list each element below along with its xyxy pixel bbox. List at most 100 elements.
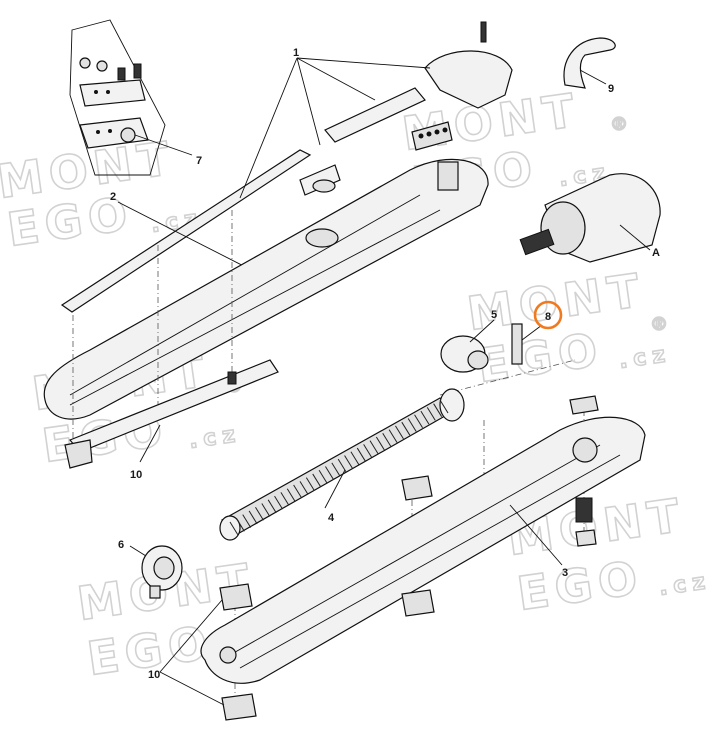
end-cap <box>424 50 513 109</box>
housing-edge <box>229 444 601 656</box>
watermark-text: .cz <box>617 342 672 374</box>
thread-line <box>248 510 258 525</box>
shell-edge <box>69 209 441 406</box>
callout-7: 7 <box>196 155 202 167</box>
thread-line <box>426 407 436 421</box>
thread-line <box>369 440 379 454</box>
thread-line <box>388 429 398 443</box>
part-a-motor <box>519 173 661 263</box>
part-4-worm-screw <box>219 388 465 541</box>
terminal-block-body <box>411 121 453 151</box>
thread-line <box>293 484 303 499</box>
thread-line <box>433 403 443 417</box>
leader-10b <box>159 671 225 706</box>
screw <box>480 21 487 43</box>
thread-line <box>312 473 322 488</box>
leader-1 <box>239 57 298 199</box>
shell-boss <box>305 228 339 248</box>
cap-core <box>153 556 175 580</box>
cap-stem <box>149 585 161 599</box>
part-9-release-key <box>563 37 616 89</box>
thread-line <box>382 433 392 447</box>
callout-1: 1 <box>293 47 299 59</box>
leader-10a <box>139 424 161 463</box>
upper-shell-body <box>43 158 489 420</box>
square-plates <box>159 475 435 721</box>
shell-tower <box>437 161 459 191</box>
bushing-stack <box>575 497 593 523</box>
plate <box>401 475 433 501</box>
perspective-frame <box>69 19 166 176</box>
part-6-nut-cap <box>129 545 183 599</box>
watermark-text: ® <box>650 314 674 335</box>
switch-body <box>511 323 523 365</box>
leader-1 <box>296 57 376 101</box>
callouts: 1 2 3 4 5 6 7 8 9 10 10 A <box>110 47 660 681</box>
axis-line <box>439 359 576 396</box>
washer <box>96 60 108 72</box>
screw-end <box>219 515 241 541</box>
washer <box>79 57 91 69</box>
watermark-center-right: MONT EGO .cz ® <box>463 262 674 394</box>
callout-5: 5 <box>491 309 497 321</box>
leader-1 <box>296 57 321 146</box>
callout-10: 10 <box>130 469 142 481</box>
thread-line <box>344 455 353 469</box>
thread-line <box>280 492 290 506</box>
key-body <box>563 37 616 89</box>
upper-plate <box>79 79 146 107</box>
plate <box>221 693 257 721</box>
end-hole <box>219 646 237 664</box>
part-10-front-bracket <box>64 359 279 469</box>
bracket-pin <box>227 371 237 385</box>
thread-line <box>299 481 309 495</box>
screw-threads <box>229 399 449 536</box>
thread-line <box>439 399 449 414</box>
thread-line <box>395 425 404 440</box>
shell-edge <box>69 194 421 396</box>
bushing <box>120 127 136 143</box>
thread-line <box>274 495 283 510</box>
thread-line <box>375 436 385 451</box>
thread-line <box>420 410 430 425</box>
cover-strip <box>60 149 312 313</box>
leader-4 <box>324 469 346 509</box>
part-1-covers <box>239 21 513 199</box>
thread-line <box>363 444 373 458</box>
part-3-lower-housing <box>200 395 646 684</box>
thread-line <box>356 447 366 462</box>
terminal-block <box>411 121 453 151</box>
bolt <box>117 67 126 81</box>
housing-edge <box>239 454 621 669</box>
callout-8: 8 <box>545 311 551 323</box>
leader-9 <box>579 69 607 85</box>
thread-line <box>350 451 360 466</box>
leader-10b <box>159 599 223 673</box>
highlight-ring[interactable] <box>533 300 563 330</box>
thread-line <box>305 477 315 491</box>
nut <box>569 395 599 415</box>
thread-line <box>401 421 411 436</box>
bracket-foot <box>64 439 93 469</box>
screw-head <box>439 388 465 422</box>
leader-8 <box>521 324 543 341</box>
leader-5 <box>469 319 495 343</box>
part-8-switch <box>511 300 563 365</box>
leader-a <box>619 224 651 251</box>
callout-10: 10 <box>148 669 160 681</box>
callout-3: 3 <box>562 567 568 579</box>
cap <box>312 179 336 193</box>
plate <box>219 583 253 611</box>
callout-2: 2 <box>110 191 116 203</box>
nut <box>575 529 597 547</box>
leader-6 <box>129 545 147 557</box>
gear-hub <box>467 350 489 370</box>
thread-line <box>229 521 239 536</box>
callout-9: 9 <box>608 83 614 95</box>
watermark-text: .cz <box>657 569 712 601</box>
leader-1 <box>296 57 431 69</box>
part-5-gear <box>440 319 495 373</box>
thread-line <box>267 499 277 514</box>
bolt <box>133 63 142 79</box>
